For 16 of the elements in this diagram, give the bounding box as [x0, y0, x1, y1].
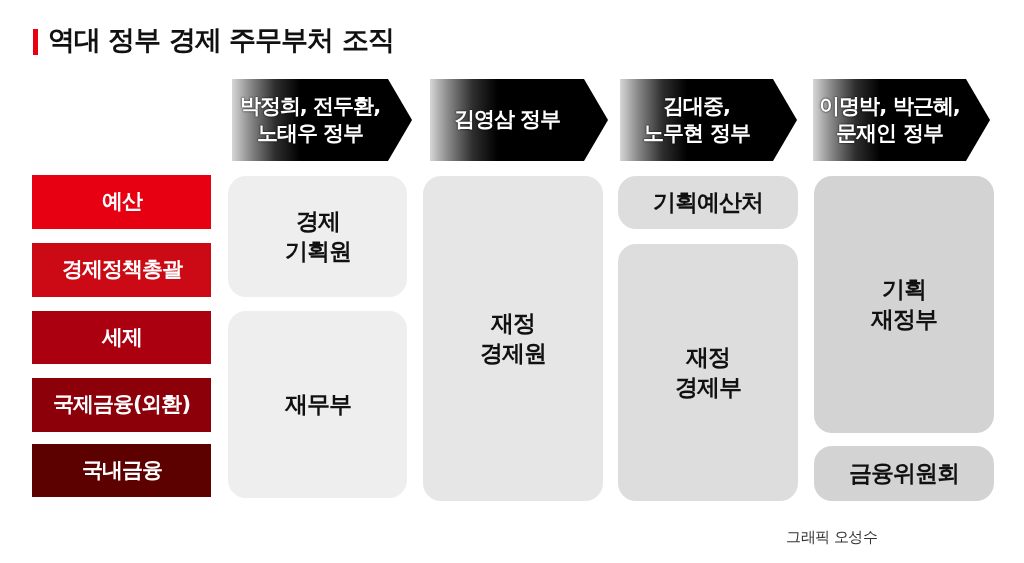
agency-box: 기획예산처	[618, 176, 798, 229]
column-header: 김대중, 노무현 정부	[620, 79, 797, 161]
title: 역대 정부 경제 주무부처 조직	[48, 23, 394, 57]
credit-text: 그래픽 오성수	[786, 528, 878, 547]
agency-box: 재정 경제부	[618, 244, 798, 501]
row-label: 예산	[32, 175, 211, 229]
row-label: 국내금융	[32, 444, 211, 497]
row-label: 세제	[32, 311, 211, 364]
column-header: 김영삼 정부	[430, 79, 608, 161]
row-label: 경제정책총괄	[32, 243, 211, 297]
agency-box: 재무부	[228, 311, 407, 498]
agency-box: 금융위원회	[814, 446, 994, 501]
agency-box: 기획 재정부	[814, 176, 994, 433]
row-label: 국제금융(외환)	[32, 378, 211, 432]
agency-box: 경제 기획원	[228, 176, 407, 297]
agency-box: 재정 경제원	[423, 176, 603, 501]
